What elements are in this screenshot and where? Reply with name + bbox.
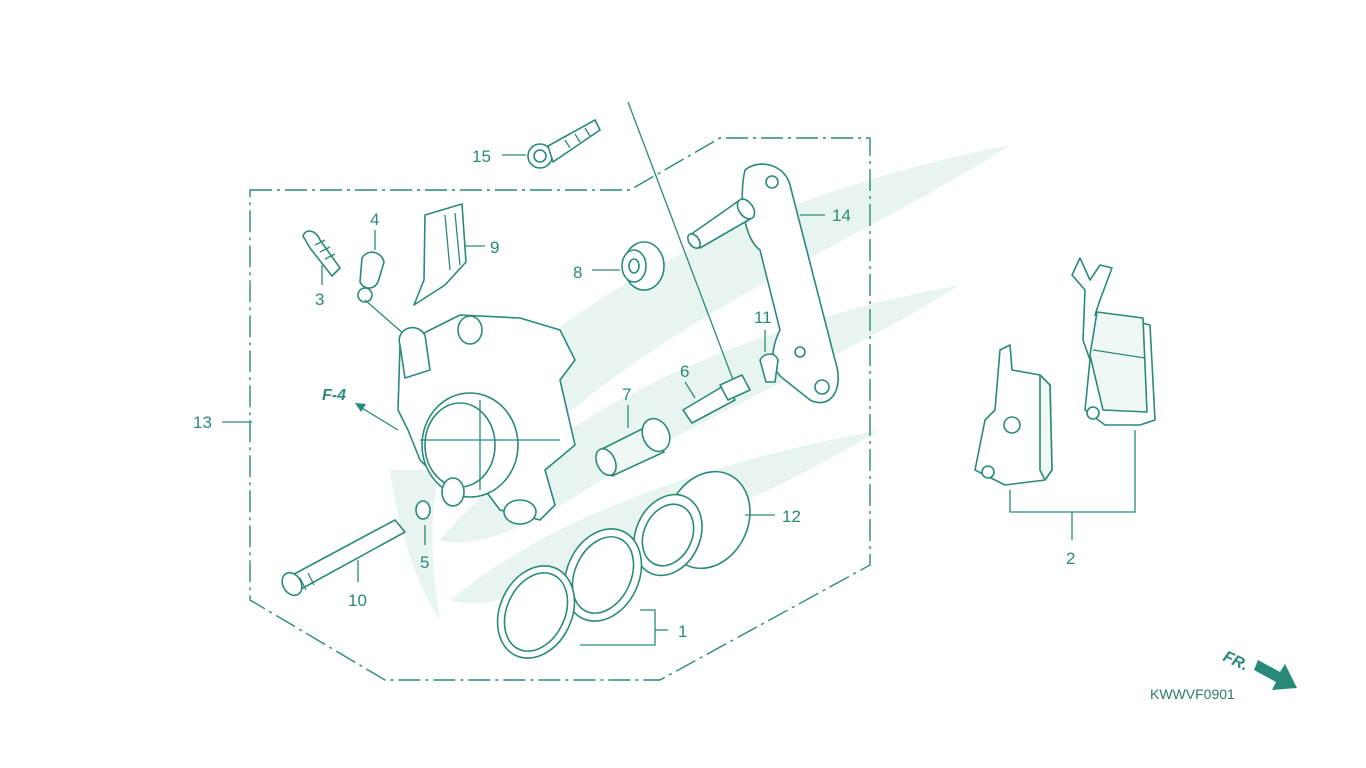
part-9-spring xyxy=(413,203,467,306)
callout-4: 4 xyxy=(370,210,379,229)
part-3-bleeder xyxy=(302,230,341,277)
part-5-washer xyxy=(415,500,431,520)
callout-6: 6 xyxy=(680,362,689,381)
direction-arrow xyxy=(1254,660,1297,690)
part-1-seals xyxy=(496,528,643,659)
direction-label: FR. xyxy=(1220,648,1251,674)
callout-7: 7 xyxy=(622,385,631,404)
callout-10: 10 xyxy=(348,591,367,610)
callout-13: 13 xyxy=(193,413,212,432)
callout-12: 12 xyxy=(782,507,801,526)
part-11-clip xyxy=(759,353,779,383)
part-12-piston xyxy=(633,470,751,577)
callout-2: 2 xyxy=(1066,549,1075,568)
leader-15 xyxy=(627,101,736,386)
callout-3: 3 xyxy=(315,290,324,309)
assembly-outline-13 xyxy=(249,137,871,681)
caliper-body xyxy=(397,314,576,525)
diagram-code: KWWVF0901 xyxy=(1150,686,1235,702)
callout-1: 1 xyxy=(678,622,687,641)
part-15-bolt xyxy=(527,119,601,169)
part-4-cap xyxy=(357,251,385,303)
part-14-bracket xyxy=(687,163,839,404)
part-8-boot xyxy=(621,241,665,291)
reference-label: F-4 xyxy=(322,387,346,404)
callout-5: 5 xyxy=(420,553,429,572)
callout-11: 11 xyxy=(754,308,772,327)
callout-15: 15 xyxy=(472,147,491,166)
part-2-pads xyxy=(974,257,1156,486)
callout-8: 8 xyxy=(573,263,582,282)
part-7-pin xyxy=(595,417,671,477)
part-10-pin xyxy=(281,519,406,597)
part-6-pin xyxy=(682,374,751,424)
callout-9: 9 xyxy=(490,238,499,257)
callout-14: 14 xyxy=(832,206,851,225)
